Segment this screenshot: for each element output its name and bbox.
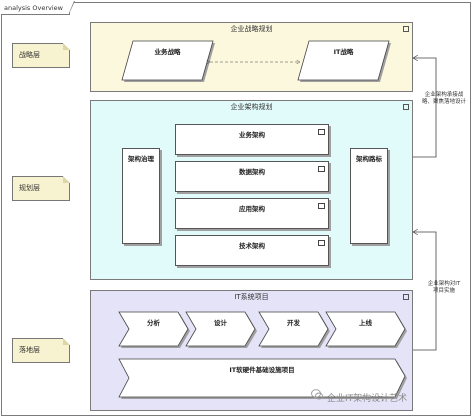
component-handle-icon [318,166,325,172]
business-strategy-shape[interactable] [121,40,214,81]
it-strategy-label: IT战略 [333,48,354,56]
upper-note-line-2: 略、聚焦落地设计 [421,99,466,105]
technology-architecture-box[interactable]: 技术架构 [175,235,329,266]
planning-layer-label: 规划层 [19,184,40,192]
phase-analysis[interactable]: 分析 [119,312,188,346]
group-corner-icon [403,104,409,110]
strategy-layer-label: 战略层 [19,51,40,59]
component-handle-icon [318,129,325,135]
diagram-frame [1,2,471,416]
architecture-group-title: 企业架构规划 [230,103,273,111]
business-architecture-box[interactable]: 业务架构 [175,124,329,155]
phase-develop[interactable]: 开发 [259,312,328,346]
architecture-to-strategy-connector[interactable] [413,58,437,158]
phase-develop-shape[interactable] [258,311,329,347]
strategy-group-title: 企业战略规划 [230,25,273,33]
group-corner-icon [403,26,409,32]
strategy-layer-note: 战略层 [12,43,70,68]
watermark-text: 企业IT架构设计艺术 [327,394,408,404]
architecture-roadmap-box[interactable]: 架构路标 [350,148,388,244]
infrastructure-label: IT软硬件基础设施项目 [229,366,295,374]
phase-launch-label: 上线 [359,319,372,327]
component-handle-icon [318,203,325,209]
diagram-frame-tab[interactable]: analysis Overview [1,1,75,15]
lower-connector-note: 企业架构对IT 项目实施 [416,281,472,295]
landing-layer-label: 落地层 [19,346,40,354]
architecture-roadmap-label: 架构路标 [356,155,382,163]
wechat-icon [311,389,323,400]
business-strategy-label: 业务战略 [154,48,181,56]
architecture-governance-box[interactable]: 架构治理 [122,148,160,244]
phase-develop-label: 开发 [287,319,300,327]
lower-note-line-1: 企业架构对IT [427,281,461,287]
phase-design[interactable]: 设计 [186,312,255,346]
phase-launch[interactable]: 上线 [326,312,405,346]
note-fold-icon [63,338,70,345]
phase-analysis-shape[interactable] [118,311,189,347]
phase-launch-shape[interactable] [325,311,406,347]
phase-design-shape[interactable] [185,311,256,347]
upper-note-line-1: 企业架构承接战 [424,92,464,98]
application-architecture-label: 应用架构 [239,205,265,213]
technology-architecture-label: 技术架构 [239,242,265,250]
phase-design-label: 设计 [214,319,227,327]
phase-analysis-label: 分析 [147,319,160,327]
infrastructure-shape[interactable] [118,358,406,398]
lower-note-line-2: 项目实施 [432,288,455,294]
component-handle-icon [318,240,325,246]
note-fold-icon [63,176,70,183]
business-strategy-element[interactable]: 业务战略 [122,41,213,80]
planning-layer-note: 规划层 [12,176,70,201]
upper-connector-note: 企业架构承接战 略、聚焦落地设计 [416,92,472,106]
application-architecture-box[interactable]: 应用架构 [175,198,329,229]
note-fold-icon [63,43,70,50]
projects-to-architecture-connector[interactable] [413,232,437,351]
infrastructure-project[interactable]: IT软硬件基础设施项目 [119,359,405,397]
business-architecture-label: 业务架构 [239,131,265,139]
group-corner-icon [403,294,409,300]
architecture-governance-label: 架构治理 [128,155,154,163]
it-strategy-shape[interactable] [297,40,390,81]
it-projects-group-title: IT系统项目 [234,293,269,301]
it-strategy-element[interactable]: IT战略 [298,41,389,80]
landing-layer-note: 落地层 [12,338,70,363]
data-architecture-box[interactable]: 数据架构 [175,161,329,192]
data-architecture-label: 数据架构 [239,168,265,176]
